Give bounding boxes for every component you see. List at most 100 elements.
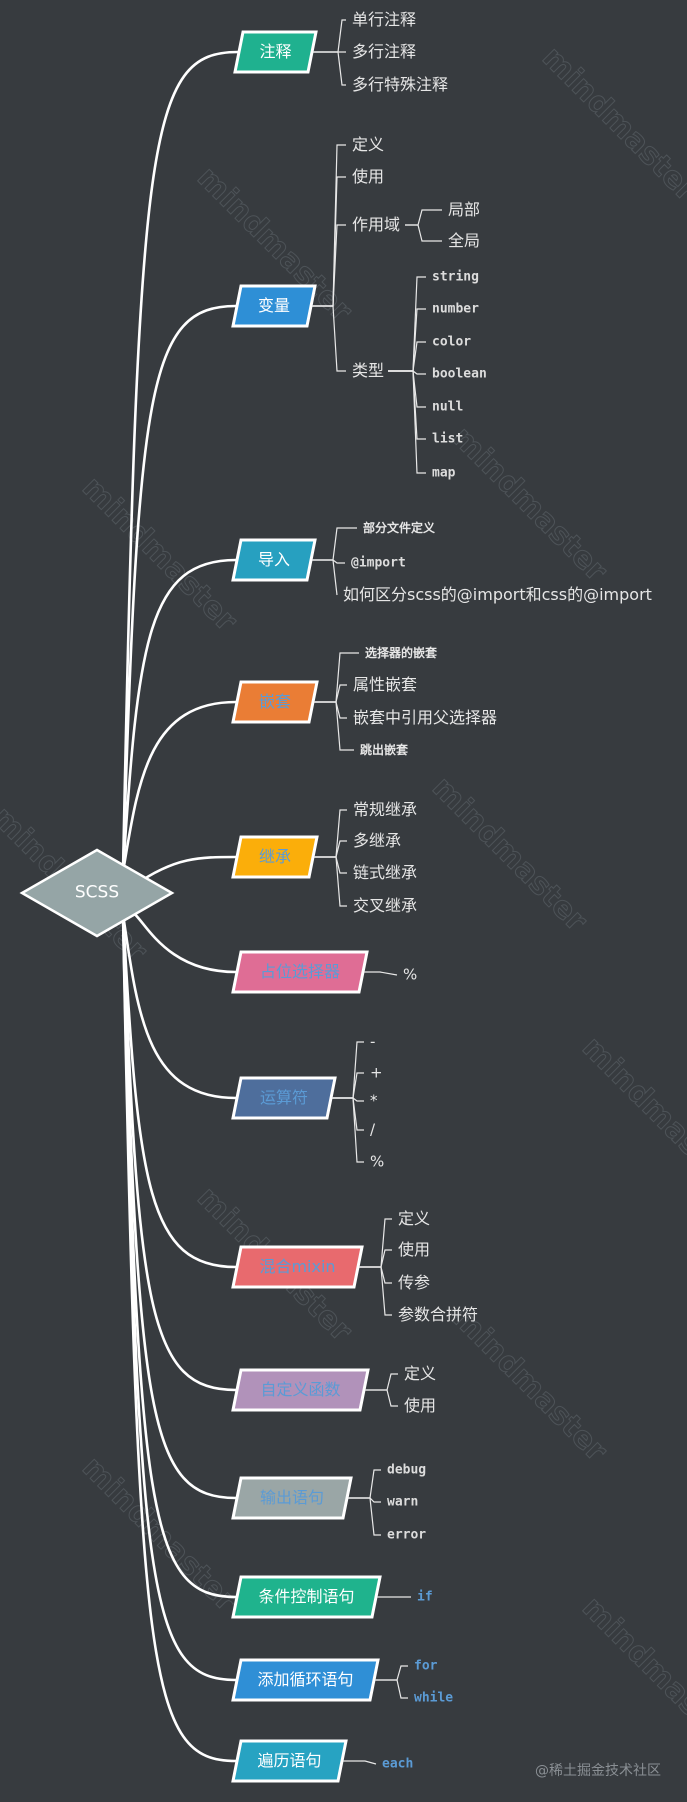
leaf-topic[interactable]: %	[370, 1152, 385, 1171]
branch-connector	[314, 684, 347, 703]
leaf-topic[interactable]: boolean	[432, 366, 487, 382]
branch-connector	[314, 856, 347, 874]
leaf-topic[interactable]: error	[387, 1527, 427, 1543]
leaf-topic[interactable]: -	[370, 1032, 376, 1051]
branch-node[interactable]	[231, 950, 369, 994]
leaf-topic[interactable]: color	[432, 334, 472, 350]
branch-connector	[314, 840, 347, 858]
branch-node[interactable]	[231, 1476, 353, 1520]
sub-connector	[388, 370, 426, 408]
branch-node[interactable]	[231, 1076, 337, 1120]
leaf-topic[interactable]: @import	[351, 555, 406, 571]
root-node[interactable]	[19, 848, 175, 938]
leaf-topic[interactable]: null	[432, 399, 464, 415]
leaf-topic[interactable]: 参数合拼符	[398, 1305, 479, 1324]
leaf-topic[interactable]: map	[432, 465, 456, 481]
branch-connector	[314, 701, 347, 719]
branch-connector	[314, 809, 347, 858]
leaf-topic[interactable]: 嵌套中引用父选择器	[353, 708, 498, 727]
branch-connector	[332, 1097, 364, 1131]
leaf-topic[interactable]: 使用	[398, 1240, 431, 1259]
branch-connector	[359, 1249, 392, 1268]
leaf-topic[interactable]: debug	[387, 1462, 427, 1478]
leaf-topic[interactable]: 选择器的嵌套	[365, 646, 438, 660]
leaf-topic[interactable]: number	[432, 301, 479, 317]
branch-connector	[314, 701, 354, 751]
branch-node[interactable]	[233, 30, 318, 74]
branch-label: 继承	[258, 847, 292, 866]
branch-connector	[359, 1266, 392, 1284]
leaf-topic[interactable]: 使用	[404, 1396, 437, 1415]
leaf-topic[interactable]: 定义	[352, 135, 385, 154]
root-connector	[121, 913, 237, 1269]
branch-label: 占位选择器	[259, 962, 341, 981]
root-connector	[121, 908, 237, 974]
branch-node[interactable]	[231, 284, 317, 328]
sub-connector	[405, 224, 442, 242]
leaf-topic[interactable]: list	[432, 431, 464, 447]
sub-connector	[405, 209, 442, 226]
leaf-topic[interactable]: 作用域	[352, 215, 401, 234]
branch-node[interactable]	[231, 680, 319, 724]
leaf-topic[interactable]: 交叉继承	[353, 896, 418, 915]
leaf-topic[interactable]: string	[432, 269, 479, 285]
leaf-topic[interactable]: 定义	[404, 1364, 437, 1383]
leaf-topic[interactable]: 单行注释	[352, 10, 417, 29]
sub-connector	[388, 341, 426, 372]
branch-node[interactable]	[231, 1245, 364, 1289]
leaf-topic[interactable]: %	[403, 965, 418, 984]
branch-connector	[312, 176, 346, 307]
branch-node[interactable]	[231, 1575, 382, 1619]
sub-connector	[388, 276, 426, 372]
leaf-topic[interactable]: 定义	[398, 1209, 431, 1228]
branch-node[interactable]	[231, 1739, 348, 1783]
leaf-topic[interactable]: 多行注释	[352, 42, 417, 61]
leaf-topic[interactable]: 类型	[352, 361, 385, 380]
leaf-topic[interactable]: for	[414, 1658, 438, 1674]
leaf-topic[interactable]: /	[370, 1120, 376, 1139]
branch-node[interactable]	[231, 1368, 370, 1412]
branch-connector	[314, 856, 347, 907]
leaf-topic[interactable]: *	[370, 1091, 378, 1110]
leaf-topic[interactable]: while	[414, 1690, 454, 1706]
root-connector	[121, 913, 237, 1100]
root-connector	[121, 558, 237, 873]
root-connector	[121, 50, 239, 873]
leaf-topic[interactable]: if	[417, 1589, 433, 1605]
branch-connector	[365, 1373, 398, 1391]
leaf-topic[interactable]: 多继承	[353, 831, 402, 850]
branch-connector	[332, 1041, 364, 1099]
leaf-topic[interactable]: 属性嵌套	[353, 675, 418, 694]
root-connector	[121, 913, 237, 1763]
leaf-topic[interactable]: 使用	[352, 167, 385, 186]
branch-connector	[312, 305, 346, 372]
leaf-topic[interactable]: 局部	[448, 200, 481, 219]
branch-connector	[348, 1469, 381, 1499]
branch-connector	[332, 1097, 364, 1163]
branch-label: 变量	[257, 296, 291, 315]
root-connector	[121, 700, 237, 873]
branch-connector	[313, 51, 346, 86]
branch-label: 条件控制语句	[258, 1587, 355, 1606]
root-connector	[121, 913, 237, 1392]
branch-connector	[348, 1497, 381, 1536]
root-connector	[121, 304, 237, 873]
leaf-topic[interactable]: 跳出嵌套	[360, 743, 409, 757]
leaf-topic[interactable]: 传参	[398, 1273, 431, 1292]
leaf-topic[interactable]: each	[382, 1756, 414, 1772]
leaf-topic[interactable]: +	[370, 1063, 383, 1082]
branch-connector	[359, 1266, 392, 1316]
leaf-topic[interactable]: 如何区分scss的@import和css的@import	[343, 585, 652, 604]
leaf-topic[interactable]: 部分文件定义	[363, 521, 436, 535]
leaf-topic[interactable]: 链式继承	[353, 863, 418, 882]
leaf-topic[interactable]: 全局	[448, 231, 481, 250]
branch-node[interactable]	[231, 835, 319, 879]
leaf-topic[interactable]: 常规继承	[353, 800, 418, 819]
leaf-topic[interactable]: warn	[387, 1494, 419, 1510]
branch-connector	[364, 971, 398, 976]
sub-connector	[388, 370, 426, 440]
leaf-topic[interactable]: 多行特殊注释	[352, 75, 449, 94]
branch-node[interactable]	[231, 1658, 380, 1702]
branch-node[interactable]	[231, 538, 317, 582]
